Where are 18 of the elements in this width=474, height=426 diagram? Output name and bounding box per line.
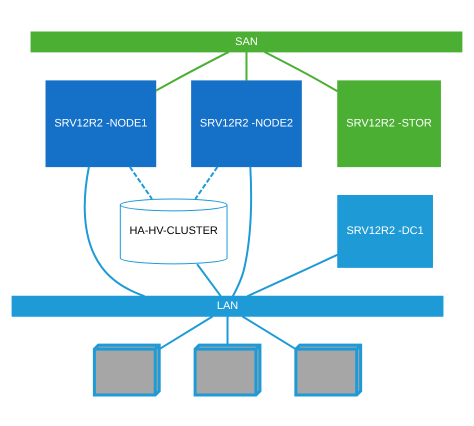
connector [226, 316, 229, 344]
connector [246, 253, 338, 297]
node-box: SRV12R2 -DC1 [337, 194, 433, 268]
connector [196, 263, 222, 296]
connector [232, 166, 252, 296]
node-box: LAN [12, 295, 444, 316]
node-box: SRV12R2 -NODE1 [46, 80, 156, 167]
node-box: SAN [30, 31, 462, 52]
connector [194, 166, 218, 199]
connector [242, 315, 296, 350]
node-box: SRV12R2 -STOR [337, 80, 441, 167]
connector [129, 166, 153, 199]
node-box: SRV12R2 -NODE2 [191, 80, 302, 167]
connector [245, 52, 248, 80]
connector [264, 50, 338, 92]
connector [156, 50, 230, 92]
connector [158, 315, 214, 350]
connector [84, 166, 145, 297]
